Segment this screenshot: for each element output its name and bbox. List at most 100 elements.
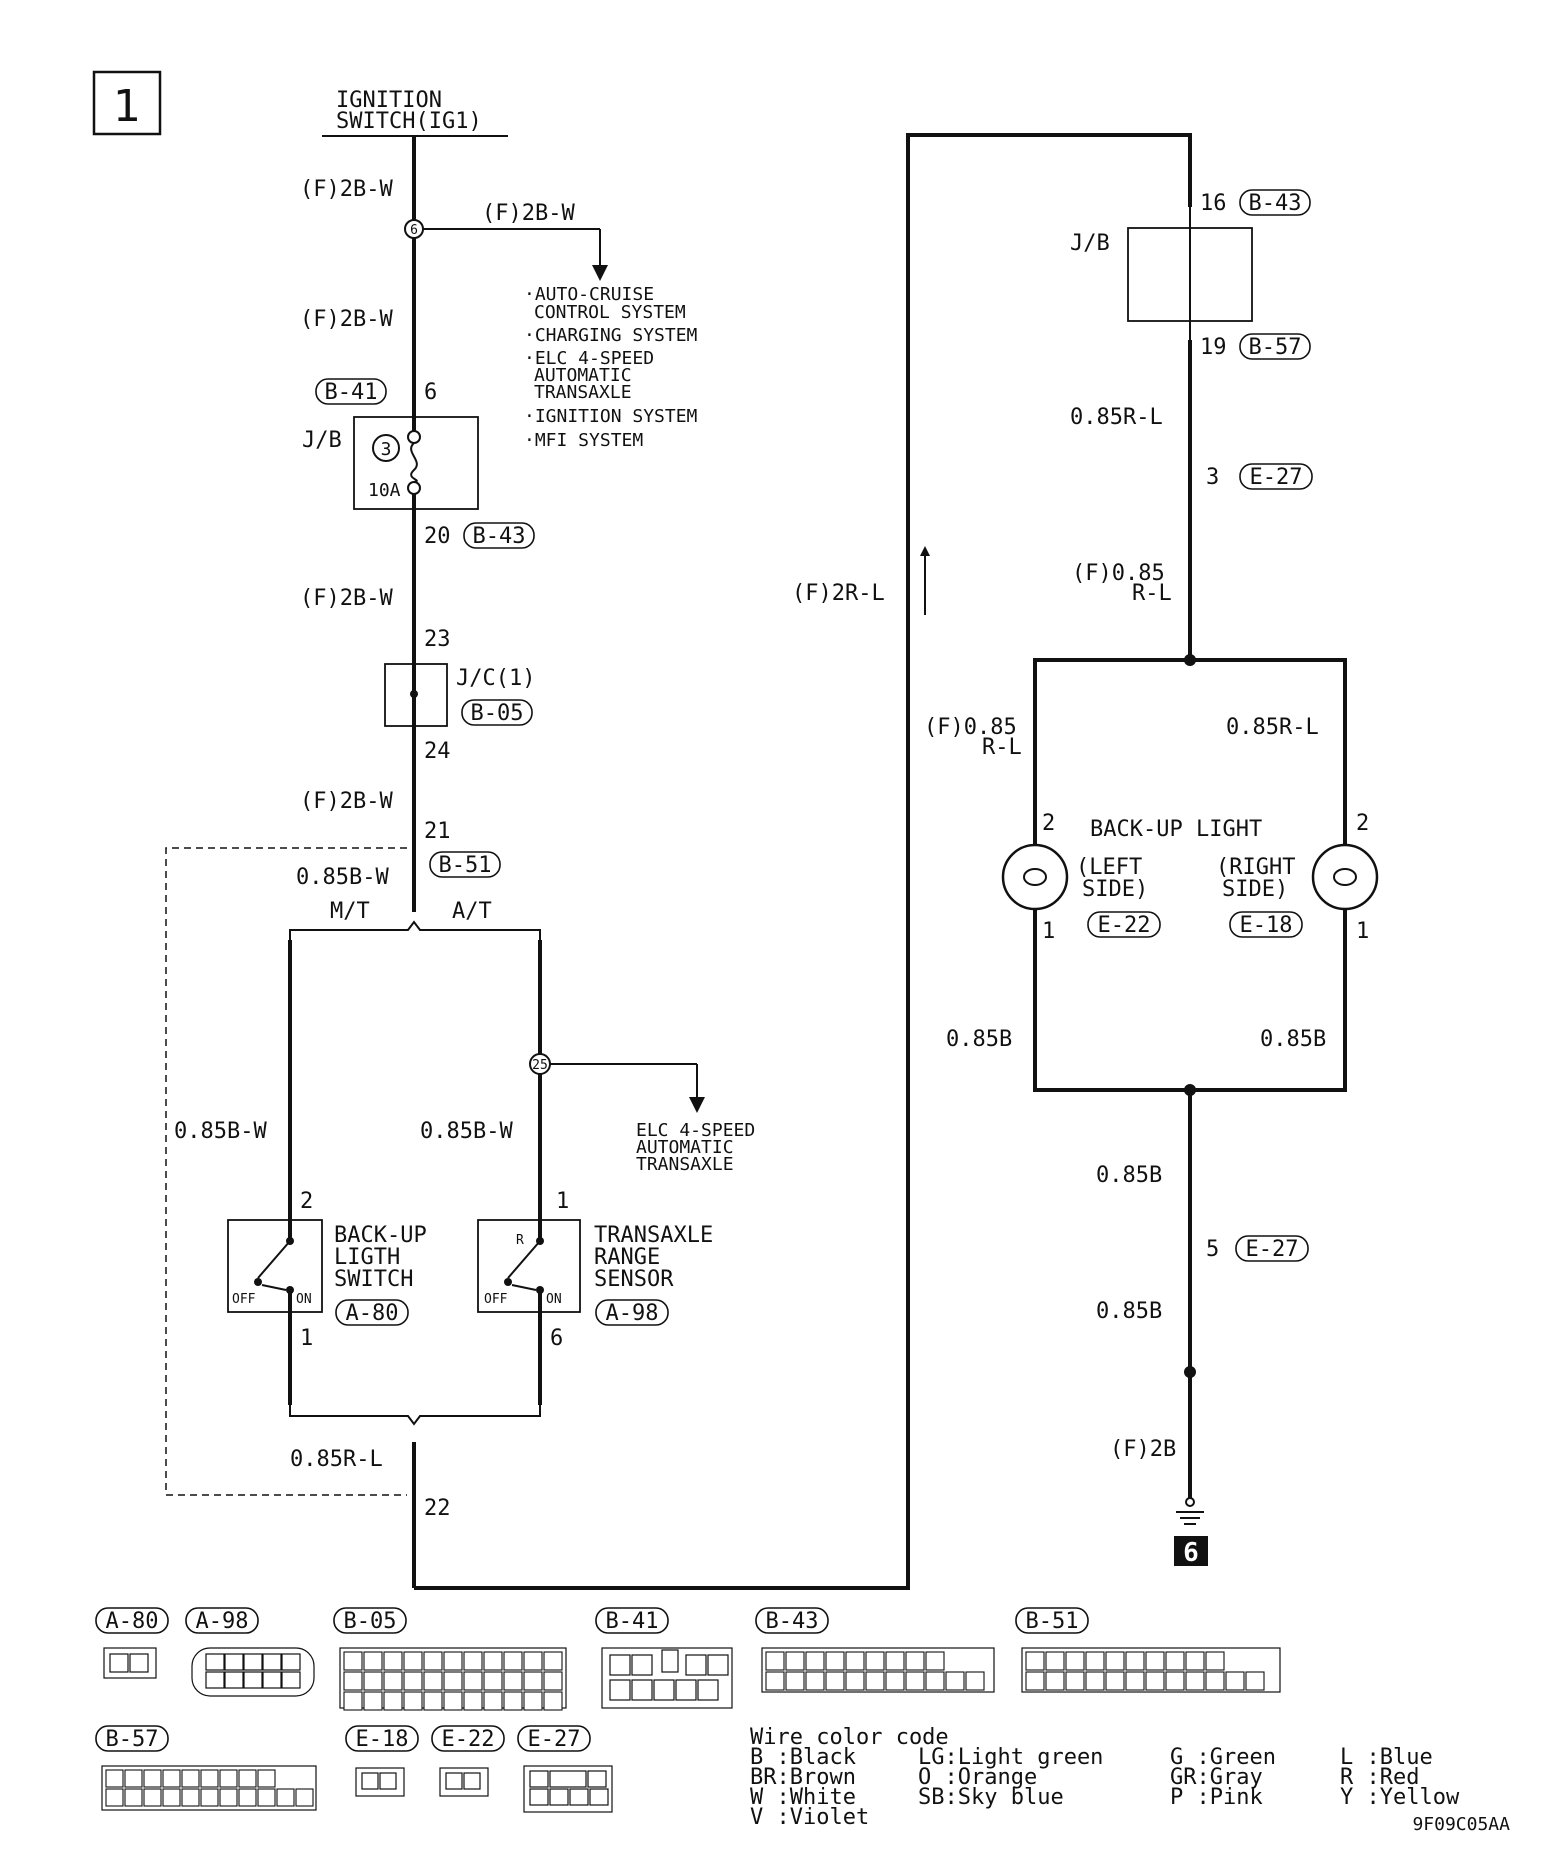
connector-grid-b05 [343,1651,563,1711]
connector-pin-cell [765,1671,785,1691]
connector-pin-cell [143,1769,162,1788]
connector-pin-cell [105,1788,124,1807]
backup-switch-name-1: BACK-UP [334,1223,427,1248]
connector-pin-cell [383,1691,403,1711]
connector-pin-cell [543,1651,563,1671]
connector-pin-cell [543,1691,563,1711]
wire-label-3: (F)2B-W [300,307,393,332]
conn-badge-b41: B-41 [315,378,387,405]
svg-text:A-80: A-80 [106,1609,159,1634]
conn-badge-b05: B-05 [461,699,533,726]
connector-pin-cell [1185,1671,1205,1691]
connector-pin-cell [503,1671,523,1691]
range-sensor-r: R [516,1233,524,1248]
connector-pin-cell [523,1691,543,1711]
connector-pin-cell [503,1691,523,1711]
connector-pin-cell [1065,1651,1085,1671]
dashed-bypass [165,847,407,1496]
wire-label-2: (F)2B-W [482,201,575,226]
svg-text:E-27: E-27 [1246,1237,1299,1262]
conn-badge-b43-b: B-43 [1239,189,1311,216]
connector-pin-cell [523,1671,543,1691]
backup-switch-pin-top: 2 [300,1189,313,1214]
conn-ref-b41: B-41 [595,1607,669,1634]
connector-pin-cell [1085,1671,1105,1691]
svg-text:A-98: A-98 [606,1301,659,1326]
range-sensor-arc [511,1284,537,1291]
connector-pin-cell [945,1671,965,1691]
wire-label-13b: R-L [1132,581,1172,606]
lamp-title: BACK-UP LIGHT [1090,817,1262,842]
legend-c2-3: SB:Sky blue [918,1785,1064,1810]
connector-pin-cell [383,1651,403,1671]
connector-pin-cell [383,1671,403,1691]
connector-pin-cell [219,1769,238,1788]
connector-pin-cell [483,1651,503,1671]
svg-text:B-43: B-43 [766,1609,819,1634]
range-sensor-name-1: TRANSAXLE [594,1223,713,1248]
svg-text:B-05: B-05 [471,701,524,726]
connector-pin-cell [1165,1651,1185,1671]
legend-c1-1: B :Black [750,1745,856,1770]
connector-pin-cell [865,1651,885,1671]
jc-label: J/C(1) [456,666,535,691]
connector-pin-cell [403,1691,423,1711]
connector-pin-cell [238,1788,257,1807]
ground-number-box [1174,1536,1208,1566]
connector-pin-cell [925,1651,945,1671]
branch-2-item-3: TRANSAXLE [636,1154,734,1175]
connector-grid-b51 [1025,1651,1265,1691]
range-sensor-name-3: SENSOR [594,1267,674,1292]
right-lamp-pin-top: 2 [1356,811,1369,836]
jb1-pin-in: 6 [424,380,437,405]
legend-c1-4: V :Violet [750,1805,869,1830]
connector-pin-cell [463,1691,483,1711]
wire-label-15: 0.85R-L [1226,715,1319,740]
wire-label-8: 0.85B-W [174,1119,267,1144]
connector-face-e18 [355,1767,405,1797]
connector-pin-cell [363,1671,383,1691]
left-lamp-icon [1001,843,1069,911]
connector-pin-cell [295,1788,314,1807]
wire-label-5: (F)2B-W [300,789,393,814]
connector-pin-cell [1085,1651,1105,1671]
legend-c2-1: LG:Light green [918,1745,1103,1770]
connector-pin-cell [1245,1671,1265,1691]
ground-icon [1176,1497,1204,1525]
svg-text:E-18: E-18 [356,1727,409,1752]
connector-pin-cell [785,1651,805,1671]
connector-pin-cell [423,1651,443,1671]
connector-face-b41 [601,1647,733,1709]
branch-1-item-1: ·AUTO-CRUISE [524,284,654,305]
svg-text:B-41: B-41 [325,380,378,405]
connector-pin-cell [543,1671,563,1691]
connector-face-a98 [191,1647,315,1697]
fuse-element [410,442,418,483]
branch-1-item-5: AUTOMATIC [534,365,632,386]
connector-pin-cell [200,1788,219,1807]
backup-switch-name-3: SWITCH [334,1267,413,1292]
connector-pin-cell [965,1671,985,1691]
connector-pin-cell [257,1769,276,1788]
svg-text:B-51: B-51 [1026,1609,1079,1634]
wire-label-9: 0.85B-W [420,1119,513,1144]
range-sensor-pin-top: 1 [556,1189,569,1214]
legend-c4-2: R :Red [1340,1765,1419,1790]
wire-label-20: (F)2B [1110,1437,1176,1462]
svg-text:B-41: B-41 [606,1609,659,1634]
connector-pin-cell [443,1651,463,1671]
connector-face-a80 [103,1647,157,1679]
conn-badge-e22-a: E-22 [1087,911,1161,938]
connector-pin-cell [765,1651,785,1671]
svg-text:B-43: B-43 [1249,191,1302,216]
wire-return-2 [414,133,1192,1590]
conn-ref-e27: E-27 [517,1725,591,1752]
legend-c1-3: W :White [750,1785,856,1810]
branch-2-item-1: ELC 4-SPEED [636,1120,755,1141]
conn-badge-e27-b: E-27 [1235,1235,1309,1262]
joint-pin-out: 22 [424,1496,451,1521]
mt-label: M/T [330,899,370,924]
svg-text:B-51: B-51 [439,853,492,878]
conn-ref-a80: A-80 [95,1607,169,1634]
